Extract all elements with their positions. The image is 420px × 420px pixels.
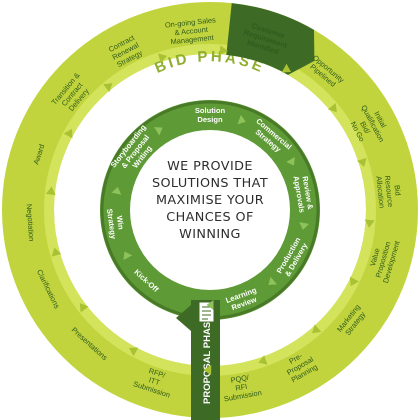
center-line: SOLUTIONS THAT bbox=[151, 176, 269, 191]
bid-step-arrow bbox=[79, 303, 89, 313]
proposal-step-arrow bbox=[268, 276, 277, 286]
bid-step-arrow bbox=[349, 276, 359, 287]
bid-step-arrow bbox=[203, 365, 212, 376]
bid-step-arrow bbox=[103, 83, 113, 93]
proposal-step-label: WinStrategy bbox=[105, 207, 127, 240]
bid-step-label: BidResourceAllocation bbox=[374, 174, 403, 209]
bid-step-arrow bbox=[219, 45, 228, 56]
bid-step-arrow bbox=[364, 219, 375, 228]
center-line: MAXIMISE YOUR bbox=[155, 193, 265, 208]
bid-step-arrow bbox=[311, 324, 322, 334]
center-line: CHANCES OF bbox=[166, 210, 254, 225]
proposal-step-arrow bbox=[123, 251, 133, 261]
bid-step-arrow bbox=[258, 355, 268, 365]
bid-step-arrow bbox=[281, 63, 292, 73]
bid-step-label: InitialQualificationBid/No Go bbox=[344, 99, 394, 151]
bid-step-arrow bbox=[327, 103, 337, 113]
bid-step-label: On-going Sales& AccountManagement bbox=[164, 15, 218, 46]
proposal-step-arrow bbox=[111, 186, 122, 195]
proposal-phase-title: PROPOSAL PHASE bbox=[202, 315, 213, 404]
bid-step-arrow bbox=[157, 53, 168, 63]
bid-step-arrow bbox=[357, 157, 367, 168]
bid-step-arrow bbox=[45, 186, 56, 196]
bid-step-arrow bbox=[51, 247, 62, 257]
proposal-step-arrow bbox=[286, 156, 295, 166]
center-message: WE PROVIDE SOLUTIONS THAT MAXIMISE YOUR … bbox=[135, 158, 285, 243]
proposal-step-arrow bbox=[237, 114, 246, 125]
bid-step-arrow bbox=[63, 128, 73, 139]
proposal-step-arrow bbox=[206, 300, 214, 310]
highlighted-step-segment bbox=[226, 3, 315, 75]
center-line: WE PROVIDE bbox=[167, 159, 253, 174]
bid-step-arrow bbox=[128, 347, 139, 357]
proposal-step-arrow bbox=[154, 127, 163, 136]
center-disc bbox=[130, 130, 290, 290]
proposal-step-arrow bbox=[299, 222, 310, 230]
proposal-phase-band-arrow bbox=[176, 305, 191, 331]
bid-step-label: Negotiation bbox=[25, 204, 37, 242]
center-line: WINNING bbox=[179, 227, 241, 242]
